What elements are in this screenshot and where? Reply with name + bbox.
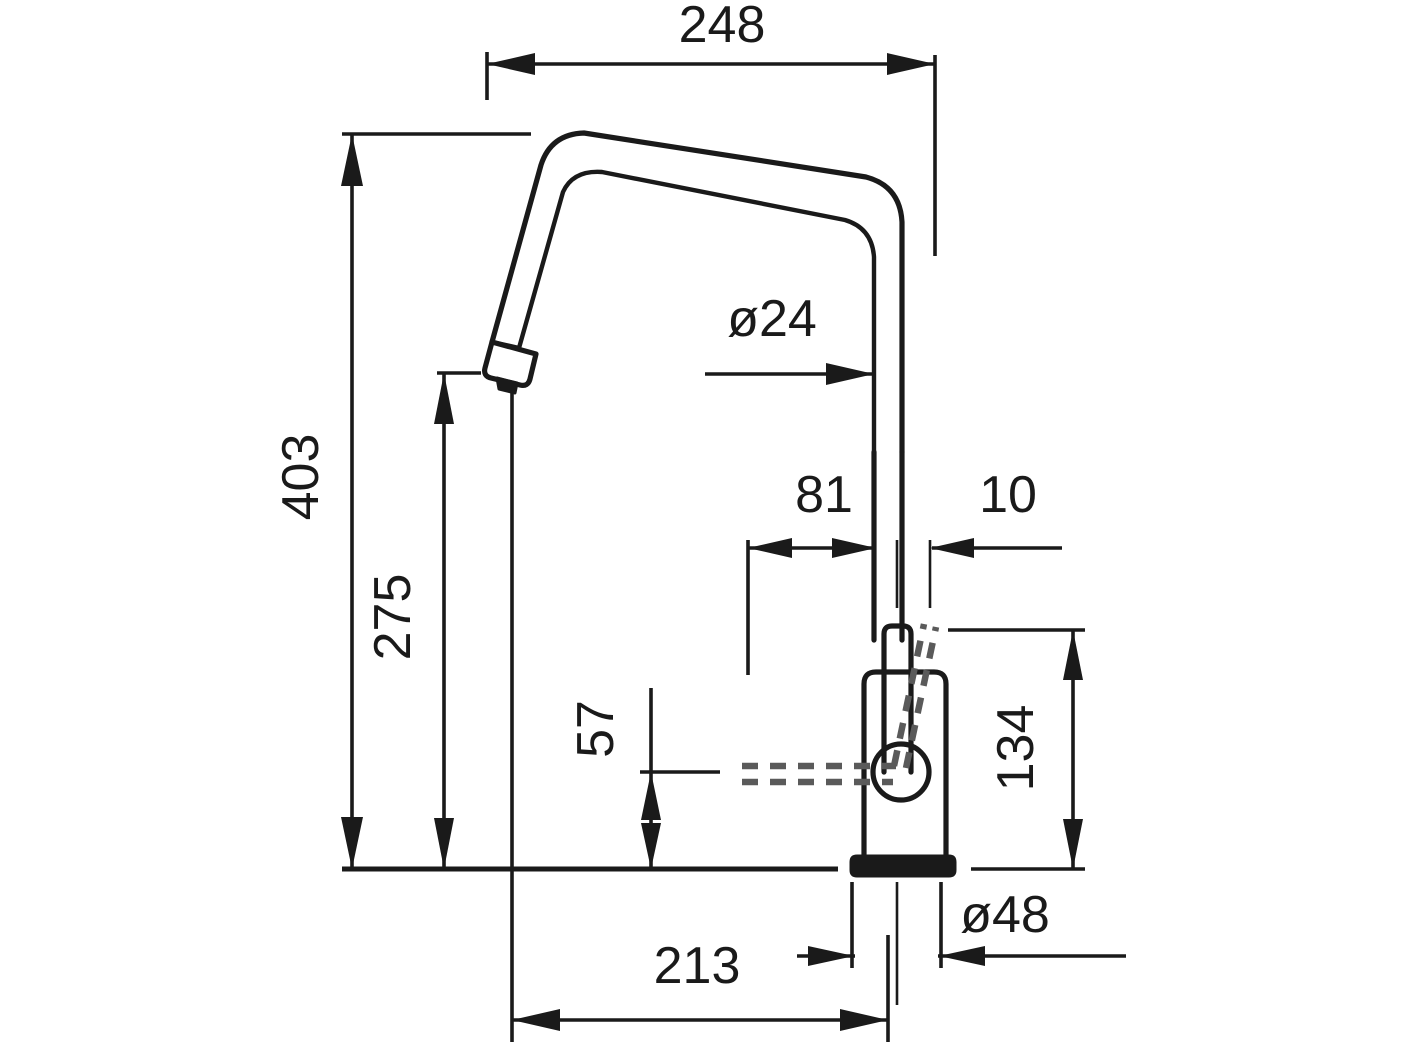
arrowhead-81-left [748, 538, 792, 558]
lever-alt-position-tilted-right [902, 626, 940, 769]
dimension-label-dia24: ø24 [727, 290, 817, 348]
arrowhead-81-right [832, 538, 876, 558]
lever-pivot-ball [870, 741, 932, 803]
arrowhead-403-top [341, 134, 363, 186]
arrowhead-213-left [512, 1009, 560, 1031]
aerator-body [482, 339, 539, 388]
dimension-dia48-group: ø48 [797, 882, 1126, 1005]
dimension-label-dia48: ø48 [960, 886, 1050, 944]
dimension-81-10-group: 81 10 [746, 466, 1062, 675]
aerator-nub [495, 376, 519, 395]
arrowhead-dia48-left [808, 946, 854, 966]
dimension-213-group: 213 [510, 393, 890, 1042]
dimension-57-group: 57 [567, 688, 720, 869]
base-flange [849, 854, 957, 878]
dimension-label-81: 81 [795, 466, 853, 524]
lever-alt-position-tilted-left [890, 623, 928, 767]
dimension-label-57: 57 [567, 700, 625, 758]
arrowhead-57-top [641, 772, 661, 820]
dimension-403-group: 403 [272, 132, 531, 869]
arrowhead-403-bottom [341, 817, 363, 869]
arrowhead-134-bottom [1063, 819, 1083, 869]
dimension-label-275: 275 [364, 574, 422, 661]
arrowhead-57-bottom [641, 823, 661, 869]
dimension-dia24-group: ø24 [705, 290, 874, 385]
dimension-label-248: 248 [679, 0, 766, 54]
arrowhead-275-bottom [434, 818, 454, 869]
spout-outer-contour [489, 130, 905, 455]
dimension-label-213: 213 [654, 937, 741, 995]
arrowhead-275-top [434, 373, 454, 424]
arrowhead-10-inward [930, 538, 974, 558]
dimension-275-group: 275 [364, 371, 481, 869]
dimension-248-group: 248 [485, 0, 937, 256]
arrowhead-248-right [887, 53, 935, 75]
arrowhead-dia48-right [939, 946, 985, 966]
faucet-body-housing [861, 669, 949, 865]
dimension-label-403: 403 [272, 434, 330, 521]
dimension-label-134: 134 [987, 705, 1045, 792]
arrowhead-134-top [1063, 630, 1083, 680]
dimension-134-group: 134 [948, 628, 1085, 871]
spout-inner-contour [516, 169, 877, 455]
dimension-label-10: 10 [979, 466, 1037, 524]
lever-handle-stem [881, 623, 914, 775]
faucet-outline-group [482, 130, 957, 878]
arrowhead-213-right [840, 1009, 888, 1031]
arrowhead-dia24 [826, 363, 874, 385]
arrowhead-248-left [487, 53, 535, 75]
